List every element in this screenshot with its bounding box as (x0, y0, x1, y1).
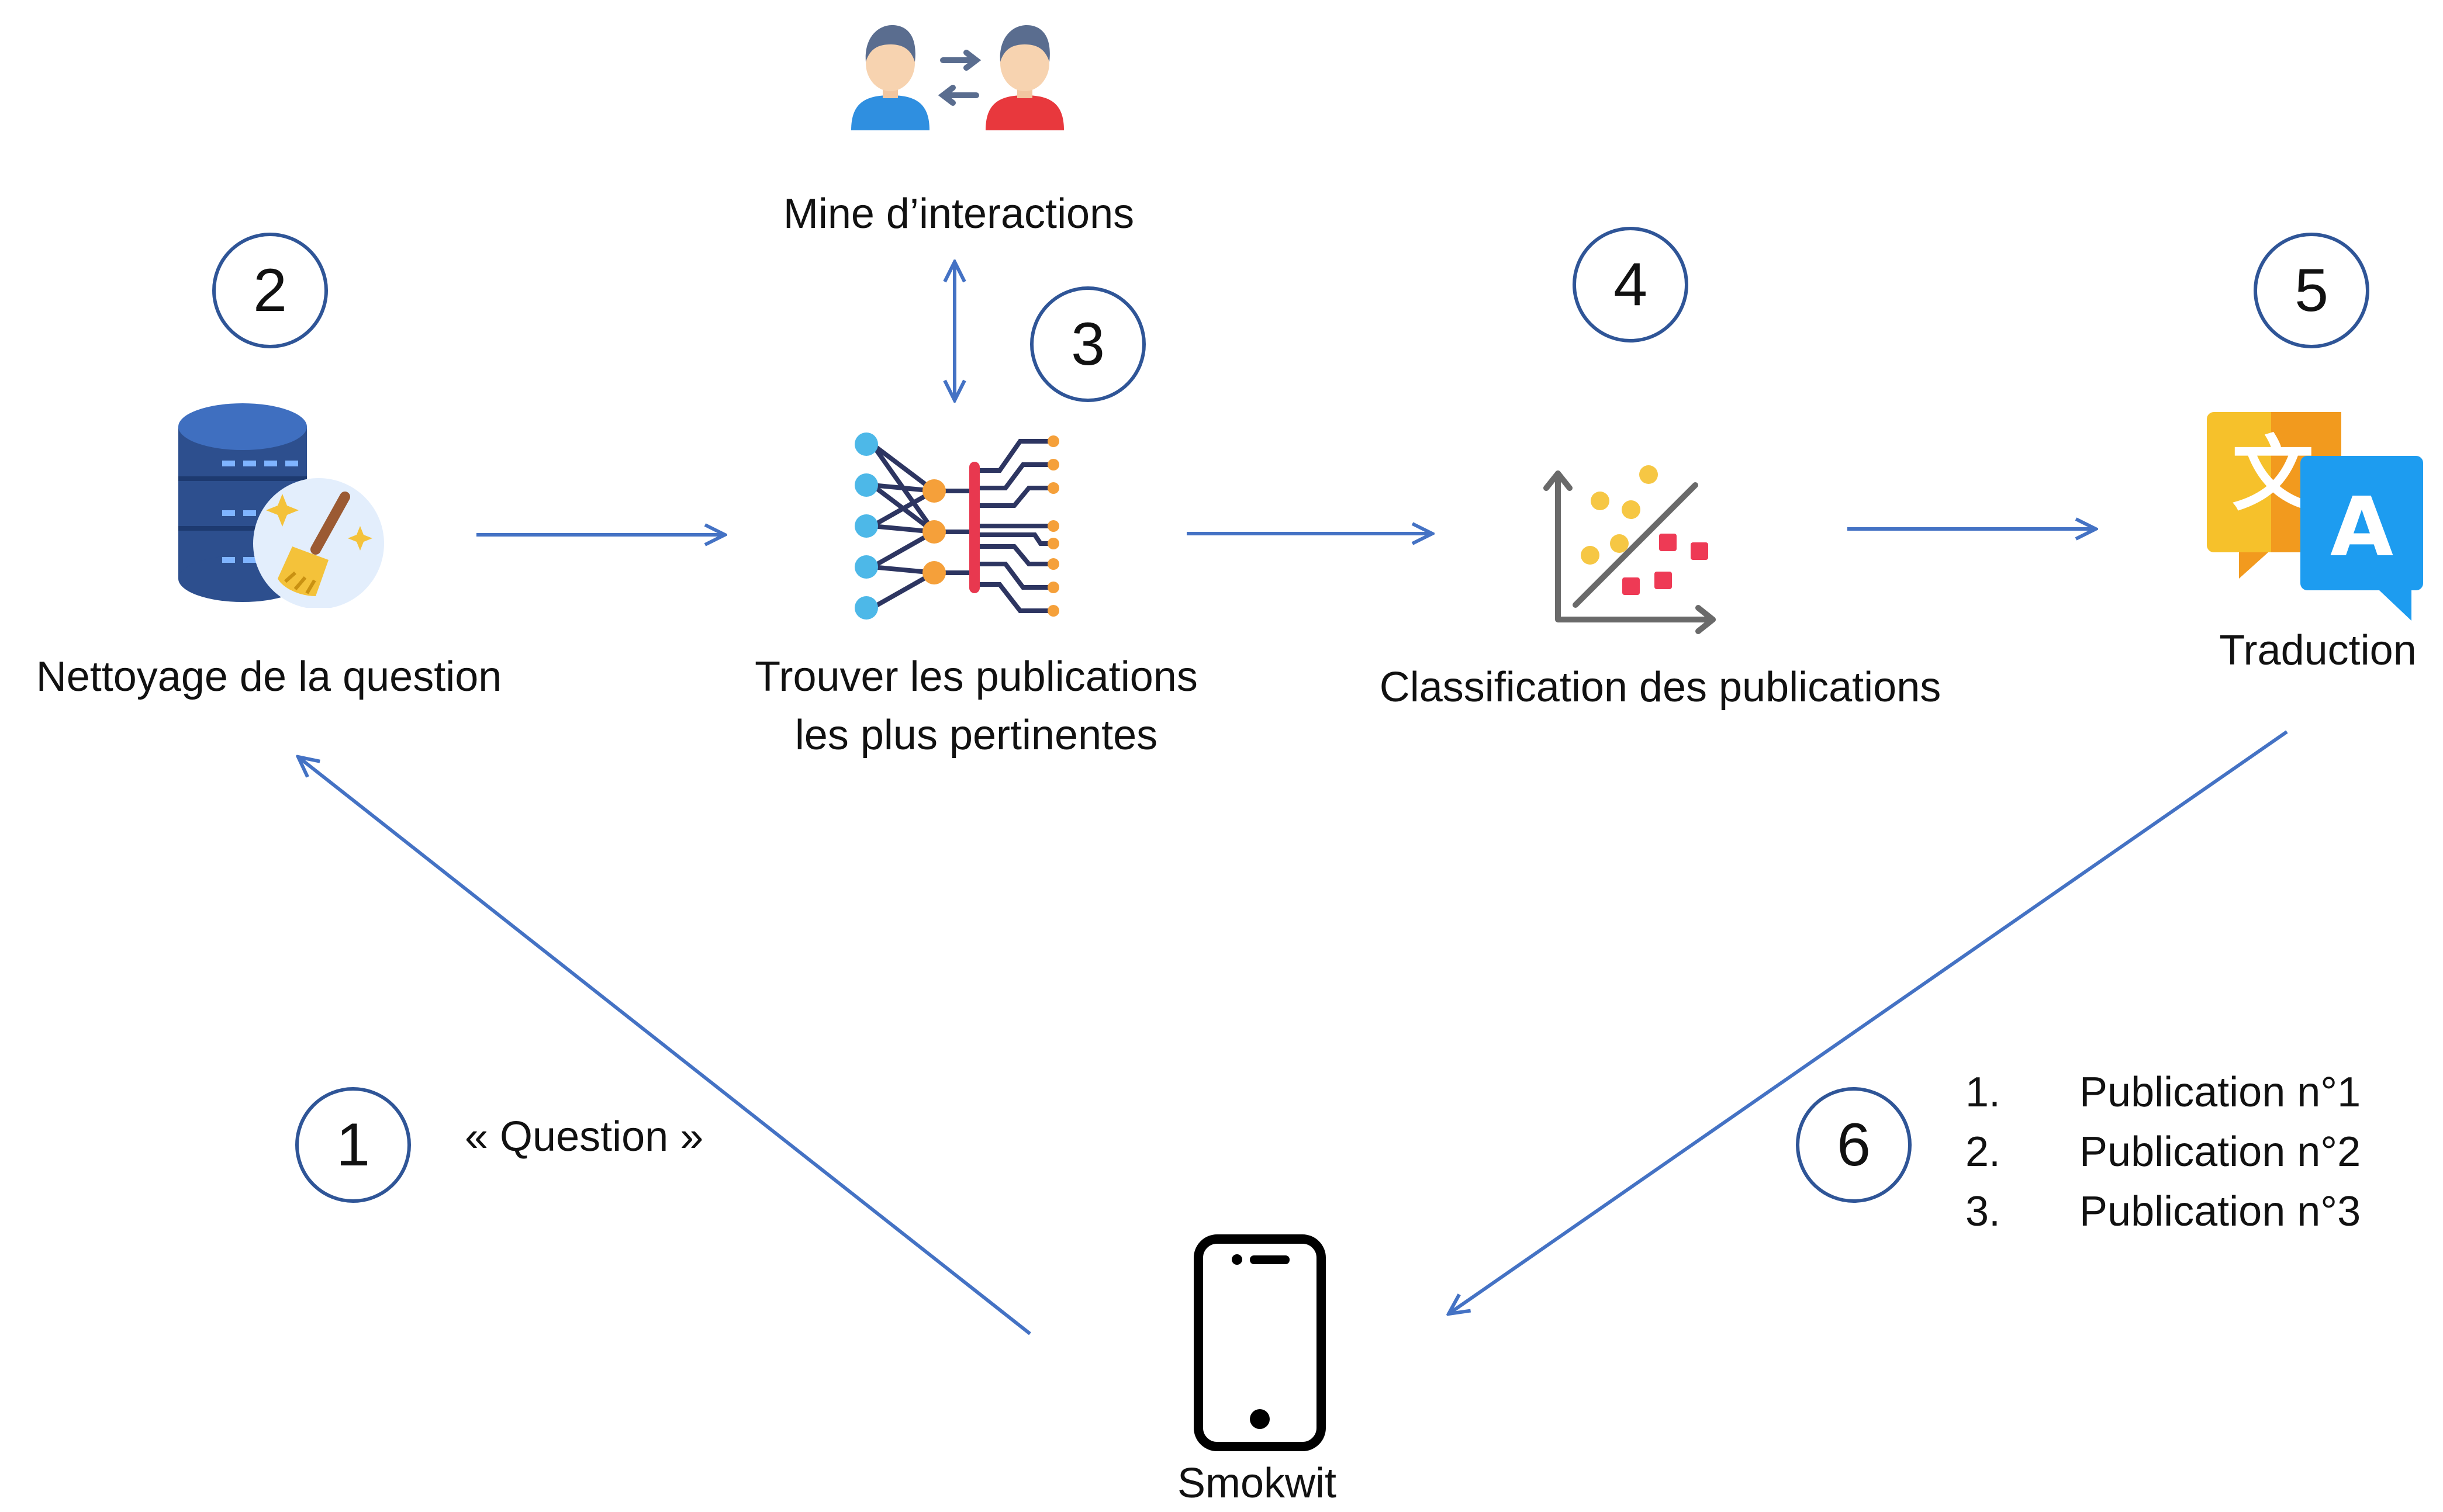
translation-icon: 文 A (2207, 412, 2423, 621)
step-5-number: 5 (2254, 233, 2369, 348)
step-3-label-line2: les plus pertinentes (794, 712, 1158, 759)
result-number: 2. (1965, 1129, 2001, 1175)
arrow-step5-to-phone (1449, 730, 2288, 1314)
scatter-classification-icon (1543, 465, 1716, 634)
svg-text:A: A (2330, 480, 2393, 575)
neural-network-icon (855, 433, 1059, 620)
step-3-number: 3 (1030, 286, 1146, 402)
step-4-label: Classification des publications (1379, 664, 1941, 711)
step-6-number: 6 (1796, 1087, 1912, 1203)
interactions-label: Mine d’interactions (783, 191, 1135, 237)
database-broom-icon (178, 403, 384, 608)
step-1-number: 1 (295, 1087, 411, 1203)
arrow-phone-to-step2 (298, 757, 1031, 1335)
result-text: Publication n°3 (2079, 1188, 2361, 1235)
step-3-label-line1: Trouver les publications (755, 653, 1198, 700)
smartphone-icon (1194, 1234, 1326, 1451)
result-text: Publication n°1 (2079, 1069, 2361, 1116)
step-2-label: Nettoyage de la question (36, 653, 502, 700)
step-4-number: 4 (1573, 227, 1688, 342)
svg-text:文: 文 (2232, 427, 2314, 523)
result-number: 1. (1965, 1069, 2001, 1116)
result-text: Publication n°2 (2079, 1129, 2361, 1175)
step-2-number: 2 (212, 233, 328, 348)
step-5-label: Traduction (2219, 627, 2417, 674)
app-label: Smokwit (1177, 1460, 1337, 1507)
result-number: 3. (1965, 1188, 2001, 1235)
user-exchange-icon (851, 25, 1064, 130)
question-label: « Question » (465, 1113, 704, 1160)
